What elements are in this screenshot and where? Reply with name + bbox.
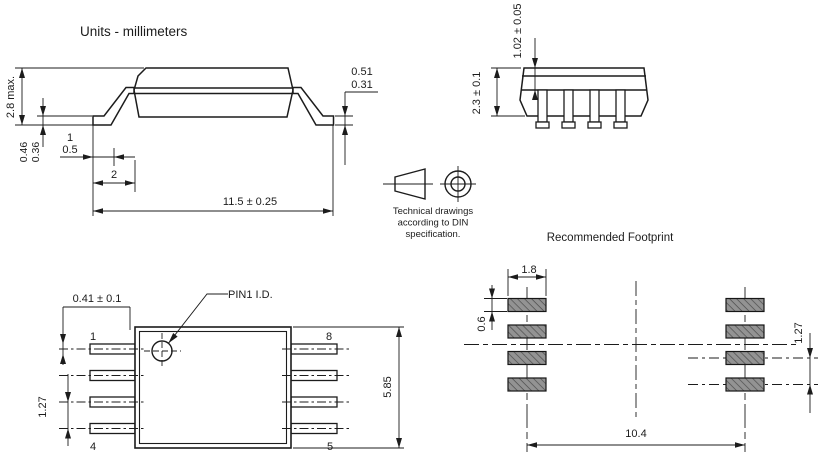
- dim-row-spacing: 10.4: [625, 428, 646, 440]
- dim-body-thickness: 2.3 ± 0.1: [471, 72, 483, 115]
- end-view-legs: [535, 89, 628, 129]
- pin-number-5: 5: [327, 441, 333, 453]
- dim-foot-length-max: 1: [67, 132, 73, 144]
- dim-lead-width: 0.41 ± 0.1: [73, 293, 122, 305]
- dim-overall-span: 11.5 ± 0.25: [223, 196, 277, 208]
- end-view-package-outline: [519, 67, 649, 129]
- footprint-pad: [725, 297, 765, 313]
- footprint-pad: [507, 350, 547, 366]
- dim-bend-length: 2: [111, 169, 117, 181]
- dim-standoff-min: 0.36: [30, 142, 42, 163]
- footprint-pad: [725, 350, 765, 366]
- side-view-package-outline: [92, 67, 335, 126]
- dim-standoff-max: 0.46: [18, 142, 30, 163]
- top-view-pin-centerlines: [59, 348, 351, 429]
- first-angle-projection-icon: [394, 168, 426, 200]
- side-view-dimension-lines: [15, 67, 378, 216]
- dim-foot-length-min: 0.5: [62, 144, 77, 156]
- pin1-id-label: PIN1 I.D.: [228, 289, 273, 301]
- dim-pad-pitch: 1.27: [793, 322, 805, 343]
- din-note-line2: according to DIN: [398, 218, 469, 229]
- dim-body-length: 5.85: [382, 376, 394, 397]
- dim-top-to-lead-exit: 1.02 ± 0.05: [512, 4, 524, 59]
- din-note-line1: Technical drawings: [393, 206, 474, 217]
- footprint-pad: [725, 324, 765, 339]
- dim-lead-thickness-max: 0.51: [351, 66, 372, 78]
- end-view: 1.02 ± 0.05 2.3 ± 0.1: [471, 4, 649, 129]
- footprint-title: Recommended Footprint: [547, 232, 674, 244]
- dim-pad-height: 0.6: [476, 316, 488, 331]
- projection-symbol: Technical drawings according to DIN spec…: [383, 166, 476, 240]
- side-view: 2.8 max. 0.46 0.36 1 0.5 2 11.5 ± 0.25 0…: [5, 66, 378, 216]
- footprint-pads: [507, 297, 765, 392]
- dim-lead-thickness-min: 0.31: [351, 79, 372, 91]
- footprint-view: Recommended Footprint: [464, 232, 818, 452]
- top-view-dimension-lines: [60, 293, 404, 449]
- footprint-dimension-lines: [484, 269, 813, 448]
- footprint-pad: [507, 324, 547, 339]
- top-view: 0.41 ± 0.1 PIN1 I.D. 1 4 8 5 1.27 5.85: [37, 289, 404, 453]
- pin-number-4: 4: [90, 441, 96, 453]
- din-note-line3: specification.: [406, 229, 461, 240]
- left-lead: [92, 86, 135, 126]
- footprint-pad: [725, 377, 765, 392]
- top-view-body: [134, 326, 292, 449]
- units-label: Units - millimeters: [80, 24, 188, 39]
- pin-number-1: 1: [90, 331, 96, 343]
- dim-pad-width: 1.8: [521, 264, 536, 276]
- footprint-pad: [507, 377, 547, 392]
- dim-pitch-left: 1.27: [37, 396, 49, 417]
- footprint-pad: [507, 297, 547, 313]
- end-view-dimension-lines: [491, 38, 538, 117]
- dim-body-height: 2.8 max.: [5, 76, 17, 118]
- right-lead: [292, 86, 335, 126]
- pin-number-8: 8: [326, 331, 332, 343]
